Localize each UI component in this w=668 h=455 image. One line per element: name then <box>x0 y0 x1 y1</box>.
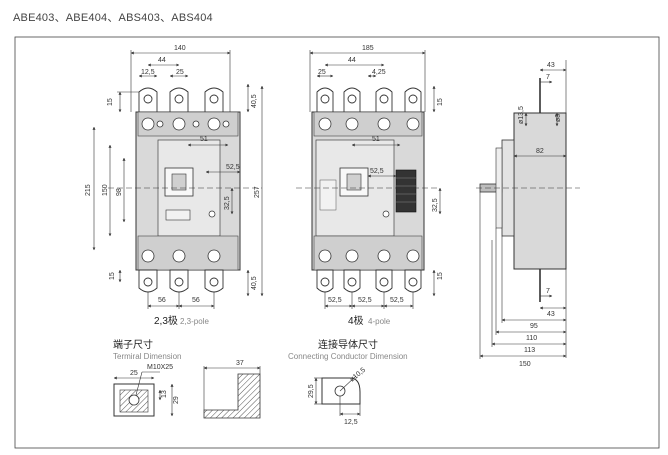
dim-bottom-pitch-2: 56 <box>192 297 200 304</box>
front-view-3pole: 140 44 25 12,5 15 40,5 51 52,5 215 150 9… <box>85 45 264 327</box>
dim-side-95: 95 <box>530 323 538 330</box>
conductor-dim-height: 29,5 <box>308 384 315 398</box>
top-terminals <box>138 87 224 113</box>
dim-bottom-height: 40,5 <box>251 276 258 290</box>
dim-handle-side-4p: 52,5 <box>370 168 384 175</box>
dim-side-top-width: 43 <box>547 62 555 69</box>
dim-center-offset: 32,5 <box>224 196 231 210</box>
conductor-dim-hole: ø10,5 <box>349 367 367 384</box>
dim-terminal-offset-4p: 4,25 <box>372 69 386 76</box>
terminal-dim-width: 25 <box>130 370 138 377</box>
dim-terminal-height: 15 <box>107 98 114 106</box>
caption-4pole: 4极 <box>348 314 364 327</box>
dim-center-offset-4p: 32,5 <box>432 198 439 212</box>
dim-pitch: 44 <box>158 57 166 64</box>
dim-bottom-terminal-4p: 15 <box>437 272 444 280</box>
drawing-frame <box>14 36 660 449</box>
caption-3pole: 2,3极 <box>154 314 178 327</box>
model-list-header: ABE403、ABE404、ABS403、ABS404 <box>13 12 213 24</box>
dim-handle-side: 52,5 <box>226 164 240 171</box>
dim-overall-width-4p: 185 <box>362 45 374 52</box>
dim-side-82: 82 <box>536 148 544 155</box>
front-view-4pole: 185 44 25 4,25 15 51 52,5 32,5 15 52,5 5… <box>296 45 444 327</box>
conductor-dim-offset: 12,5 <box>344 419 358 426</box>
dim-terminal-height-4p: 15 <box>437 98 444 106</box>
conductor-dim-title: 连接导体尺寸 <box>318 338 378 351</box>
terminal-dim-h13: 13 <box>161 390 168 398</box>
dim-height-150: 150 <box>102 184 109 196</box>
dim-handle-offset-4p: 51 <box>372 136 380 143</box>
conductor-dimension: 连接导体尺寸 Connecting Conductor Dimension 29… <box>288 338 408 426</box>
dim-overall-width: 140 <box>174 45 186 52</box>
dim-side-113: 113 <box>524 347 535 354</box>
dim-side-150: 150 <box>519 361 531 368</box>
dim-bottom-pitch-1: 56 <box>158 297 166 304</box>
terminal-dim-h29: 29 <box>173 396 180 404</box>
caption-3pole-sub: 2,3-pole <box>180 317 209 326</box>
dim-side-bottom-offset: 7 <box>546 288 550 295</box>
terminal-dim-cover-width: 37 <box>236 360 244 367</box>
dim-hole-dia-1: ø13,5 <box>518 106 525 124</box>
dim-pitch-4p: 44 <box>348 57 356 64</box>
caption-4pole-sub: 4-pole <box>368 317 391 326</box>
terminal-dimension: 端子尺寸 Termiral Dimension 25 M10X25 13 29 … <box>113 338 261 419</box>
terminal-dim-screw: M10X25 <box>147 364 173 371</box>
terminal-dim-title: 端子尺寸 <box>113 338 153 351</box>
dim-terminal-width: 25 <box>176 69 184 76</box>
dim-bottom-pitch-2-4p: 52,5 <box>358 297 372 304</box>
dim-bottom-pitch-3-4p: 52,5 <box>390 297 404 304</box>
dim-terminal-offset: 12,5 <box>141 69 155 76</box>
conductor-dim-subtitle: Connecting Conductor Dimension <box>288 352 408 361</box>
dim-side-bottom-width: 43 <box>547 311 555 318</box>
dim-top-height: 40,5 <box>251 94 258 108</box>
dim-bottom-pitch-1-4p: 52,5 <box>328 297 342 304</box>
dim-overall-height: 257 <box>254 186 261 198</box>
dim-bottom-terminal: 15 <box>109 272 116 280</box>
dim-hole-dia-2: ø8 <box>555 114 562 122</box>
dim-side-110: 110 <box>526 335 537 342</box>
dim-height-98: 98 <box>116 188 123 196</box>
terminal-dim-subtitle: Termiral Dimension <box>113 352 181 361</box>
dim-terminal-width-4p: 25 <box>318 69 326 76</box>
side-view: 43 7 ø13,5 ø8 82 7 43 95 110 113 150 <box>476 60 580 368</box>
dim-side-top-offset: 7 <box>546 74 550 81</box>
dim-body-height: 215 <box>85 184 92 196</box>
dim-handle-offset: 51 <box>200 136 208 143</box>
